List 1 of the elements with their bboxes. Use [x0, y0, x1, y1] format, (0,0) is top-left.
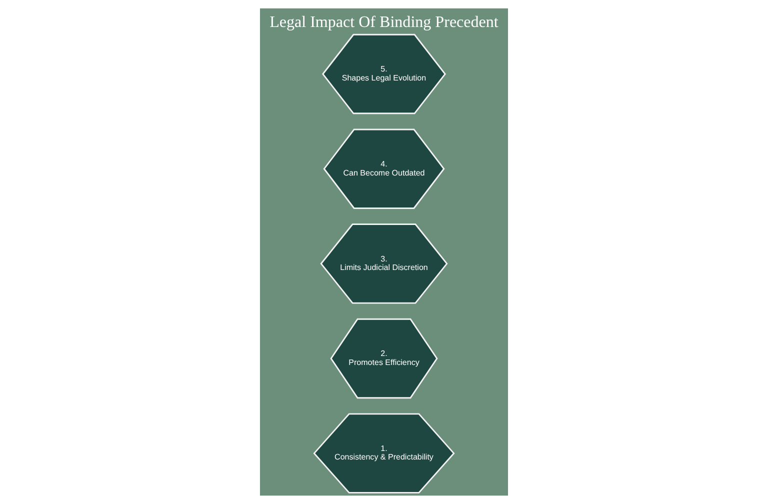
diagram-title: Legal Impact Of Binding Precedent	[270, 14, 498, 32]
